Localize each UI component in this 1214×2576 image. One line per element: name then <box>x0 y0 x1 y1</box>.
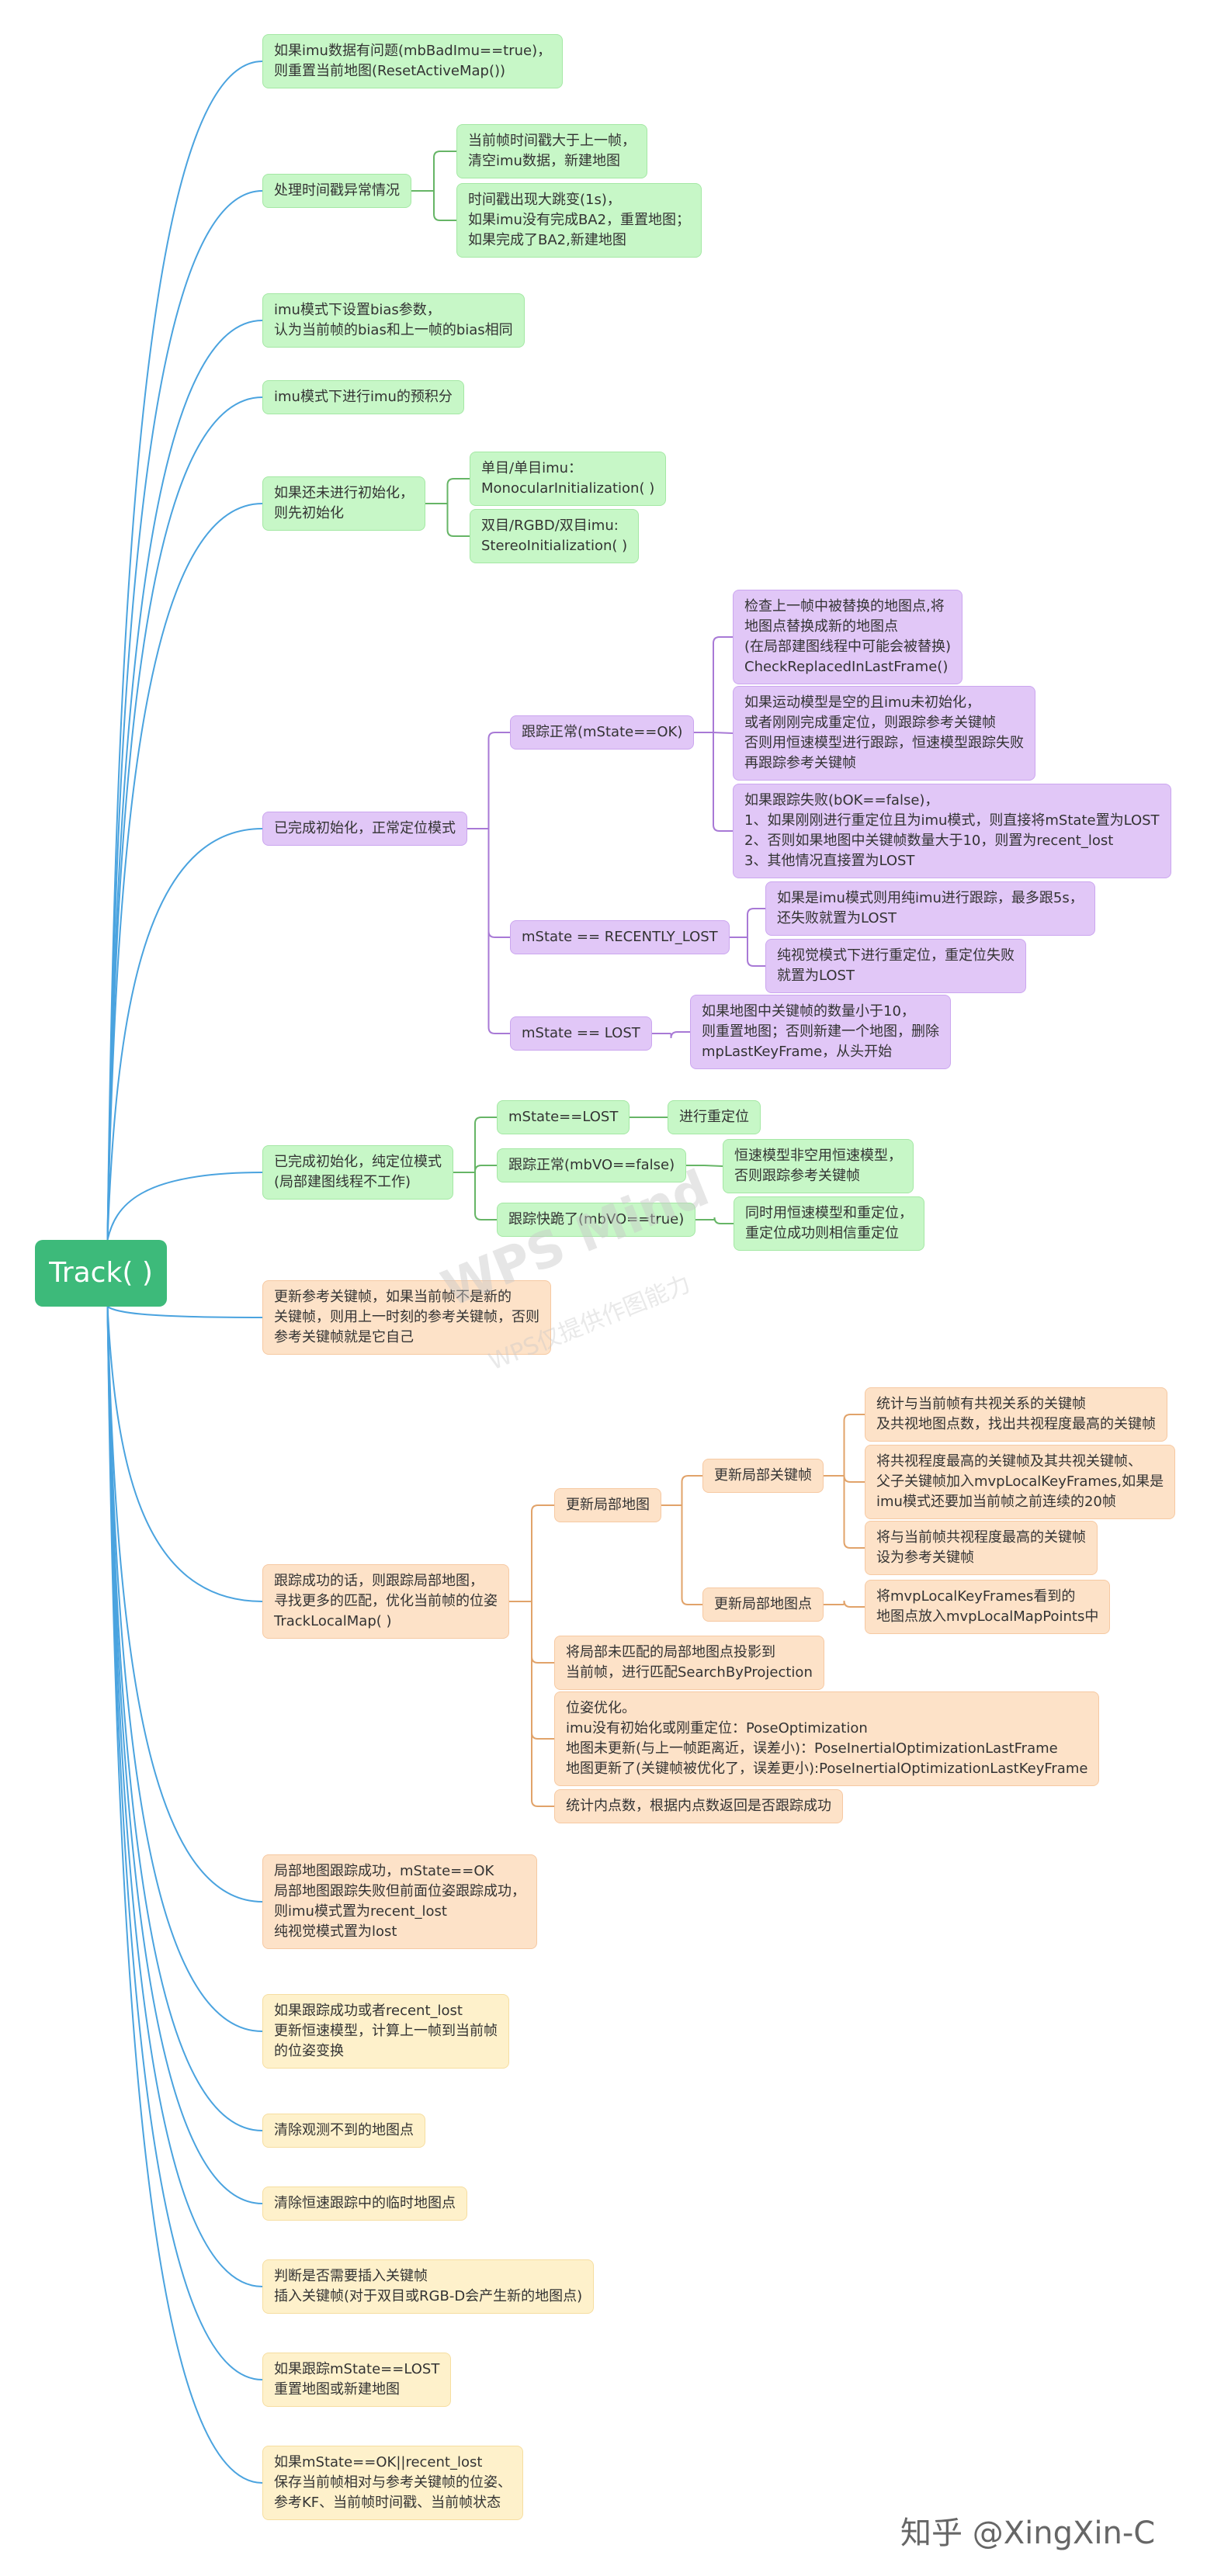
node-state-lost[interactable]: mState == LOST <box>510 1016 652 1051</box>
connector-line <box>681 1505 702 1605</box>
node-localization-only[interactable]: 已完成初始化，纯定位模式 (局部建图线程不工作) <box>262 1145 453 1200</box>
connector-line <box>670 1031 690 1039</box>
node-update-motion-model[interactable]: 如果跟踪成功或者recent_lost 更新恒速模型，计算上一帧到当前帧 的位姿… <box>262 1994 509 2069</box>
node-normal-localization[interactable]: 已完成初始化，正常定位模式 <box>262 812 467 846</box>
node-tracking-ok[interactable]: 跟踪正常(mState==OK) <box>510 715 695 750</box>
connector-line <box>843 1476 865 1549</box>
connector-line <box>106 190 263 1241</box>
node-relocalize[interactable]: 进行重定位 <box>668 1100 761 1134</box>
connector-line <box>474 1165 497 1172</box>
connector-line <box>704 1165 723 1167</box>
connector-line <box>106 1306 263 2204</box>
node-imu-only-tracking[interactable]: 如果是imu模式则用纯imu进行跟踪，最多跟5s， 还失败就置为LOST <box>765 881 1095 936</box>
root-node[interactable]: Track( ) <box>35 1240 167 1307</box>
node-timestamp[interactable]: 处理时间戳异常情况 <box>262 174 411 208</box>
connector-line <box>106 61 263 1241</box>
node-update-local-keyframes[interactable]: 更新局部关键帧 <box>702 1459 824 1493</box>
connector-line <box>713 1217 734 1224</box>
node-initialization[interactable]: 如果还未进行初始化， 则先初始化 <box>262 476 425 531</box>
connector-line <box>531 1601 554 1664</box>
connector-line <box>713 732 734 734</box>
connector-line <box>106 1306 263 1602</box>
connector-line <box>106 1306 263 2380</box>
connector-line <box>713 732 733 832</box>
node-bad-imu[interactable]: 如果imu数据有问题(mbBadImu==true)， 则重置当前地图(Rese… <box>262 34 564 88</box>
connector-line <box>106 828 263 1241</box>
node-timestamp-newer[interactable]: 当前帧时间戳大于上一帧， 清空imu数据，新建地图 <box>456 124 647 178</box>
node-update-local-points[interactable]: 更新局部地图点 <box>702 1587 824 1622</box>
node-visual-relocalization[interactable]: 纯视觉模式下进行重定位，重定位失败 就置为LOST <box>765 939 1026 993</box>
node-count-inliers[interactable]: 统计内点数，根据内点数返回是否跟踪成功 <box>554 1789 843 1823</box>
node-vo-lost[interactable]: mState==LOST <box>497 1100 630 1134</box>
connector-line <box>531 1504 554 1601</box>
node-local-points-detail[interactable]: 将mvpLocalKeyFrames看到的 地图点放入mvpLocalMapPo… <box>865 1580 1111 1634</box>
connector-line <box>474 1117 497 1172</box>
node-vo-normal[interactable]: 跟踪正常(mbVO==false) <box>497 1148 687 1182</box>
node-vo-weak-detail[interactable]: 同时用恒速模型和重定位， 重定位成功则相信重定位 <box>734 1196 924 1251</box>
node-add-local-keyframes[interactable]: 将共视程度最高的关键帧及其共视关键帧、 父子关键帧加入mvpLocalKeyFr… <box>865 1445 1176 1519</box>
node-update-local-map[interactable]: 更新局部地图 <box>554 1488 661 1522</box>
connector-line <box>106 396 263 1241</box>
connector-line <box>106 1306 263 2484</box>
node-vo-normal-detail[interactable]: 恒速模型非空用恒速模型， 否则跟踪参考关键帧 <box>723 1139 914 1193</box>
node-imu-bias[interactable]: imu模式下设置bias参数， 认为当前帧的bias和上一帧的bias相同 <box>262 293 525 348</box>
node-covisibility-count[interactable]: 统计与当前帧有共视关系的关键帧 及共视地图点数，找出共视程度最高的关键帧 <box>865 1387 1167 1442</box>
node-set-reference-kf[interactable]: 将与当前帧共视程度最高的关键帧 设为参考关键帧 <box>865 1521 1098 1575</box>
node-timestamp-jump[interactable]: 时间戳出现大跳变(1s)， 如果imu没有完成BA2，重置地图； 如果完成了BA… <box>456 183 702 258</box>
node-track-local-map[interactable]: 跟踪成功的话，则跟踪局部地图， 寻找更多的匹配，优化当前帧的位姿 TrackLo… <box>262 1564 509 1639</box>
connector-line <box>106 503 263 1241</box>
connector-line <box>747 908 765 937</box>
connector-line <box>106 1306 263 1903</box>
connector-line <box>487 829 510 938</box>
node-stereo-init[interactable]: 双目/RGBD/双目imu: StereoInitialization( ) <box>470 509 640 563</box>
connector-line <box>106 1306 263 2287</box>
connector-line <box>106 1306 263 1318</box>
node-lost-reset[interactable]: 如果跟踪mState==LOST 重置地图或新建地图 <box>262 2353 452 2407</box>
connector-line <box>106 1306 263 2131</box>
node-vo-weak[interactable]: 跟踪快跪了(mbVO==true) <box>497 1203 696 1237</box>
connector-line <box>106 1172 263 1241</box>
node-reset-map[interactable]: 如果地图中关键帧的数量小于10， 则重置地图；否则新建一个地图，删除 mpLas… <box>690 995 951 1069</box>
node-save-relative-pose[interactable]: 如果mState==OK||recent_lost 保存当前帧相对与参考关键帧的… <box>262 2446 523 2520</box>
connector-line <box>487 732 510 829</box>
connector-line <box>446 504 470 537</box>
node-clean-unobserved-points[interactable]: 清除观测不到的地图点 <box>262 2114 425 2148</box>
node-check-replaced[interactable]: 检查上一帧中被替换的地图点,将 地图点替换成新的地图点 (在局部建图线程中可能会… <box>733 590 963 684</box>
node-tracking-failed[interactable]: 如果跟踪失败(bOK==false)， 1、如果刚刚进行重定位且为imu模式，则… <box>733 784 1171 878</box>
connector-line <box>106 320 263 1241</box>
connector-line <box>487 829 510 1034</box>
connector-line <box>747 937 765 967</box>
connector-line <box>446 478 470 504</box>
connector-line <box>531 1601 554 1807</box>
node-clean-temporal-points[interactable]: 清除恒速跟踪中的临时地图点 <box>262 2186 467 2221</box>
node-recently-lost[interactable]: mState == RECENTLY_LOST <box>510 920 730 954</box>
connector-line <box>843 1414 865 1476</box>
node-pose-optimization[interactable]: 位姿优化。 imu没有初始化或刚重定位：PoseOptimization 地图未… <box>554 1691 1100 1786</box>
connector-line <box>843 1600 865 1608</box>
connector-line <box>474 1172 497 1220</box>
connector-line <box>713 636 733 732</box>
connector-line <box>843 1475 865 1483</box>
node-update-reference-kf[interactable]: 更新参考关键帧，如果当前帧不是新的 关键帧，则用上一时刻的参考关键帧，否则 参考… <box>262 1280 551 1355</box>
node-monocular-init[interactable]: 单目/单目imu： MonocularInitialization( ) <box>470 452 667 506</box>
author-credit: 知乎 @XingXin-C <box>900 2515 1156 2551</box>
connector-line <box>681 1475 702 1505</box>
node-imu-preintegration[interactable]: imu模式下进行imu的预积分 <box>262 380 464 414</box>
connector-line <box>433 191 456 221</box>
node-motion-model[interactable]: 如果运动模型是空的且imu未初始化， 或者刚刚完成重定位，则跟踪参考关键帧 否则… <box>733 686 1035 781</box>
connector-line <box>433 151 456 191</box>
connector-line <box>531 1601 554 1740</box>
node-insert-keyframe[interactable]: 判断是否需要插入关键帧 插入关键帧(对于双目或RGB-D会产生新的地图点) <box>262 2259 595 2314</box>
node-search-by-projection[interactable]: 将局部未匹配的局部地图点投影到 当前帧，进行匹配SearchByProjecti… <box>554 1636 824 1690</box>
node-local-map-result[interactable]: 局部地图跟踪成功，mState==OK 局部地图跟踪失败但前面位姿跟踪成功， 则… <box>262 1854 537 1949</box>
